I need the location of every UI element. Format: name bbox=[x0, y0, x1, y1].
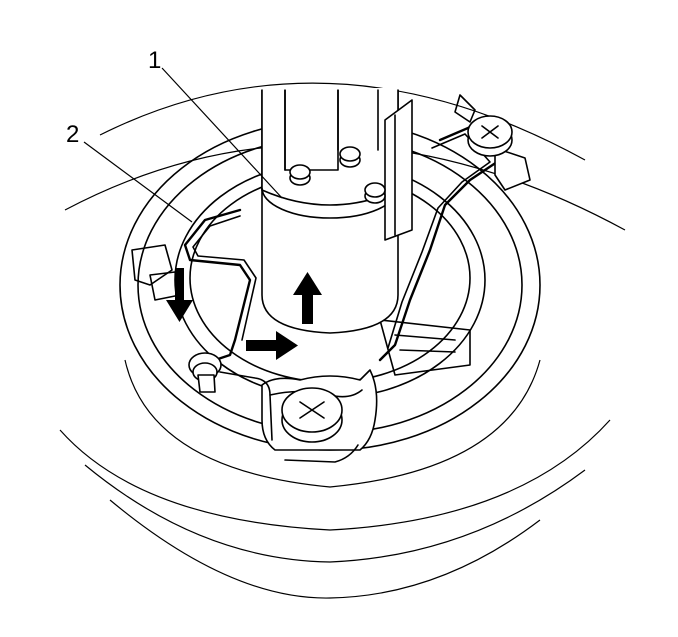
float-arm bbox=[183, 208, 273, 441]
arrow-right bbox=[246, 331, 298, 360]
screw-bottom bbox=[281, 387, 343, 443]
arrow-down bbox=[166, 268, 193, 322]
callout-1: 1 bbox=[148, 47, 161, 74]
tank-rings bbox=[59, 82, 626, 599]
screw-top bbox=[467, 115, 513, 157]
sender-terminals bbox=[289, 146, 386, 204]
arrow-up bbox=[293, 272, 322, 324]
sender-module bbox=[261, 88, 413, 334]
callout-2: 2 bbox=[66, 121, 79, 148]
callout-leaders bbox=[83, 67, 283, 223]
